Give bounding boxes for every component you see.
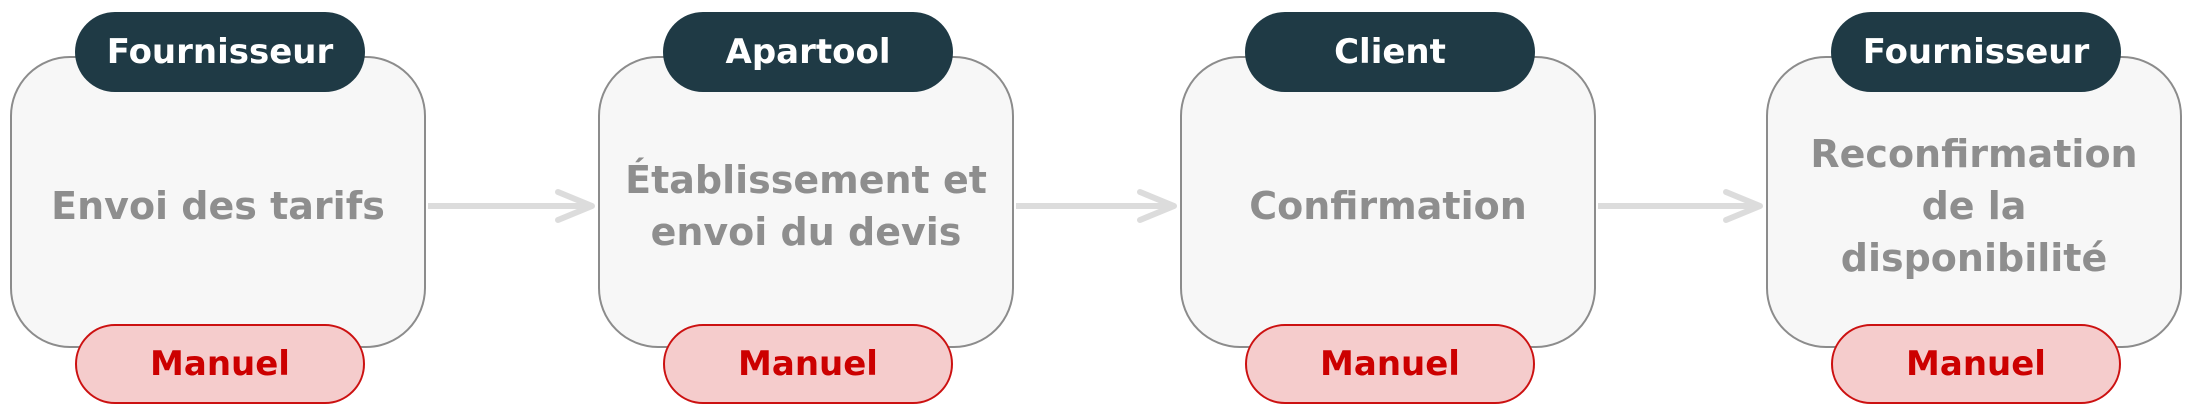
step-2-actor-badge: Apartool [663, 12, 953, 92]
step-2: Établissement et envoi du devis Apartool… [598, 0, 1028, 418]
step-4: Reconfirmation de la disponibilité Fourn… [1766, 0, 2192, 418]
step-3-mode-badge: Manuel [1245, 324, 1535, 404]
step-1-title: Envoi des tarifs [51, 184, 385, 228]
arrow-2-icon [1016, 189, 1177, 223]
step-1-actor-badge: Fournisseur [75, 12, 365, 92]
step-3-actor-badge: Client [1245, 12, 1535, 92]
step-1-card: Envoi des tarifs [10, 56, 426, 348]
step-4-actor-badge: Fournisseur [1831, 12, 2121, 92]
step-4-mode-badge: Manuel [1831, 324, 2121, 404]
step-3: Confirmation Client Manuel [1180, 0, 1610, 418]
step-3-title: Confirmation [1249, 184, 1527, 228]
step-3-card: Confirmation [1180, 56, 1596, 348]
step-4-title: Reconfirmation de la disponibilité [1810, 132, 2138, 280]
step-2-mode-badge: Manuel [663, 324, 953, 404]
step-1: Envoi des tarifs Fournisseur Manuel [10, 0, 440, 418]
step-2-title: Établissement et envoi du devis [625, 158, 987, 254]
step-2-card: Établissement et envoi du devis [598, 56, 1014, 348]
step-1-mode-badge: Manuel [75, 324, 365, 404]
arrow-3-icon [1598, 189, 1763, 223]
arrow-1-icon [428, 189, 595, 223]
step-4-card: Reconfirmation de la disponibilité [1766, 56, 2182, 348]
